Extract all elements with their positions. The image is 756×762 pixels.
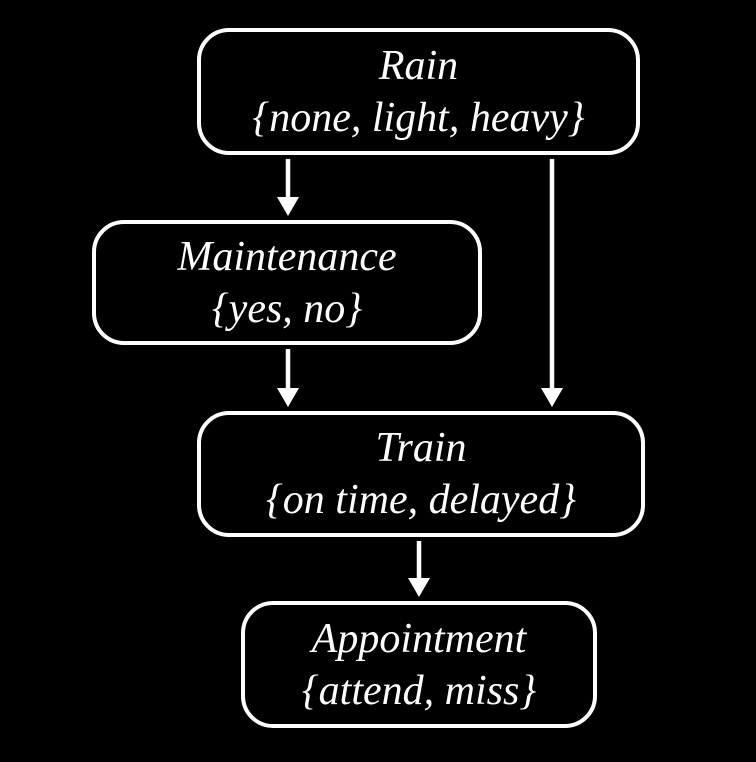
edge-rain-to-maintenance (277, 159, 299, 216)
node-appointment-values: {attend, miss} (301, 667, 537, 714)
edge-train-to-appointment (408, 541, 430, 597)
node-maintenance-label: Maintenance (177, 233, 397, 280)
node-maintenance-values: {yes, no} (211, 285, 363, 332)
edge-maintenance-to-train (277, 349, 299, 407)
edge-rain-to-train (541, 159, 563, 407)
node-train-label: Train (375, 425, 467, 471)
node-rain-values: {none, light, heavy} (252, 94, 585, 141)
node-rain: Rain {none, light, heavy} (197, 28, 640, 155)
node-train-values: {on time, delayed} (266, 477, 576, 523)
node-maintenance: Maintenance {yes, no} (92, 220, 482, 345)
node-appointment: Appointment {attend, miss} (241, 601, 597, 728)
node-train: Train {on time, delayed} (197, 411, 645, 537)
node-appointment-label: Appointment (311, 615, 527, 662)
node-rain-label: Rain (378, 42, 459, 89)
